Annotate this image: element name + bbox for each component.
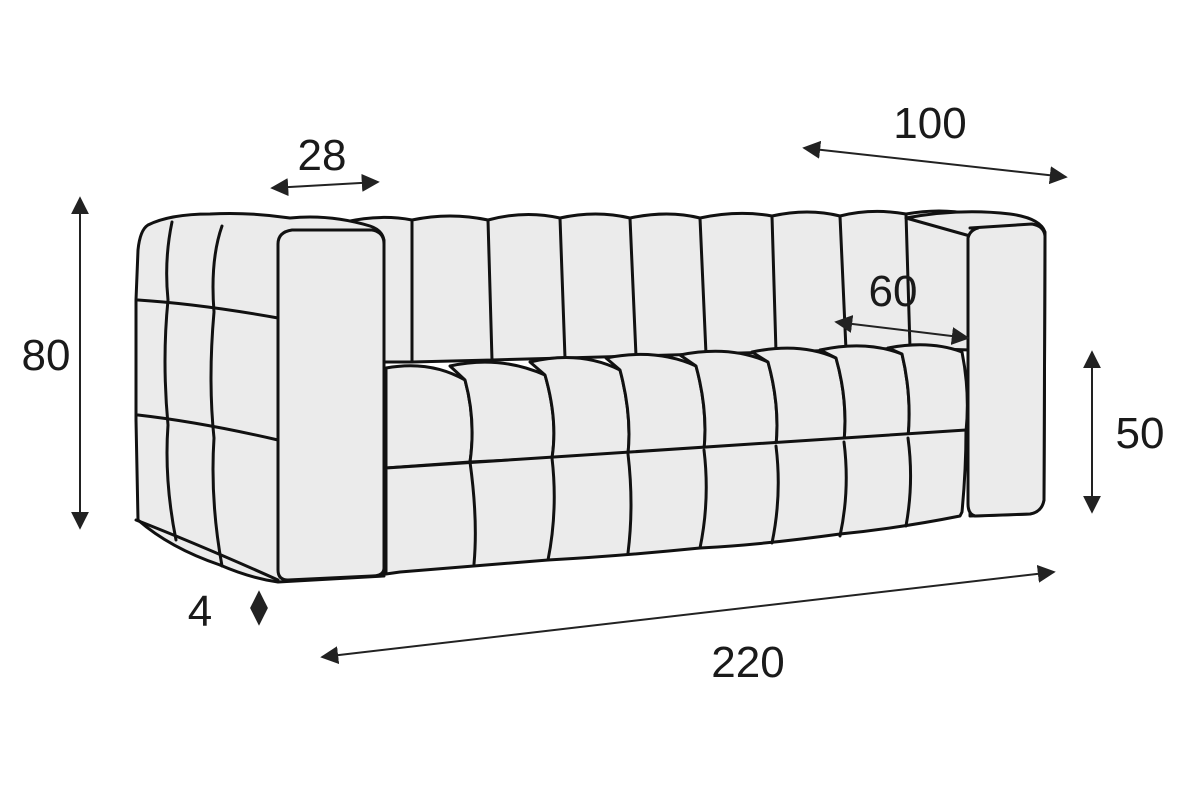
dimension-depth: 100	[802, 99, 1068, 185]
leg-height-label: 4	[188, 587, 212, 636]
height-label: 80	[22, 331, 71, 380]
dimension-seat-depth: 60	[834, 267, 970, 345]
dimension-seat-height: 50	[1083, 350, 1165, 514]
dimension-leg-height: 4	[188, 587, 268, 636]
armrest-width-label: 28	[298, 131, 347, 180]
sofa-seat-cushions	[384, 343, 969, 470]
seat-depth-arrow	[834, 315, 970, 345]
dimension-armrest-width: 28	[270, 131, 380, 197]
depth-label: 100	[893, 99, 966, 148]
length-arrow	[320, 564, 1056, 665]
sofa-right-arm-block	[904, 210, 1047, 518]
dimension-height: 80	[22, 196, 89, 530]
seat-height-label: 50	[1116, 409, 1165, 458]
seat-depth-label: 60	[869, 267, 918, 316]
sofa-left-arm-block	[134, 212, 386, 584]
length-label: 220	[711, 638, 784, 687]
sofa-front-base	[384, 428, 968, 576]
depth-arrow	[802, 140, 1068, 185]
armrest-width-arrow	[270, 173, 380, 197]
dimension-length: 220	[320, 564, 1056, 687]
